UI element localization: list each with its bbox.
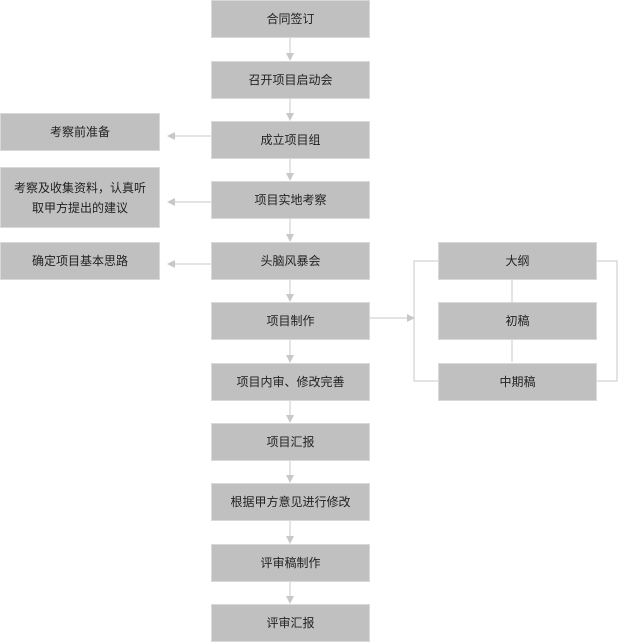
step-report: 项目汇报 [211,423,370,461]
note-survey-prep: 考察前准备 [0,113,160,151]
substeps-bracket-right [597,260,618,382]
step-review-report: 评审汇报 [211,604,370,642]
substep-mid-draft: 中期稿 [438,363,597,401]
step-contract-signing: 合同签订 [211,0,370,38]
step-production: 项目制作 [211,302,370,340]
step-revise: 根据甲方意见进行修改 [211,483,370,521]
substep-first-draft: 初稿 [438,302,597,340]
substeps-bracket-left [413,260,438,382]
note-collect-materials: 考察及收集资料，认真听取甲方提出的建议 [0,167,160,228]
substep-outline: 大纲 [438,242,597,280]
step-site-survey: 项目实地考察 [211,181,370,219]
step-form-team: 成立项目组 [211,121,370,159]
step-review-draft: 评审稿制作 [211,544,370,582]
note-basic-idea: 确定项目基本思路 [0,242,160,280]
step-internal-review: 项目内审、修改完善 [211,363,370,401]
step-brainstorm: 头脑风暴会 [211,242,370,280]
step-kickoff-meeting: 召开项目启动会 [211,61,370,99]
